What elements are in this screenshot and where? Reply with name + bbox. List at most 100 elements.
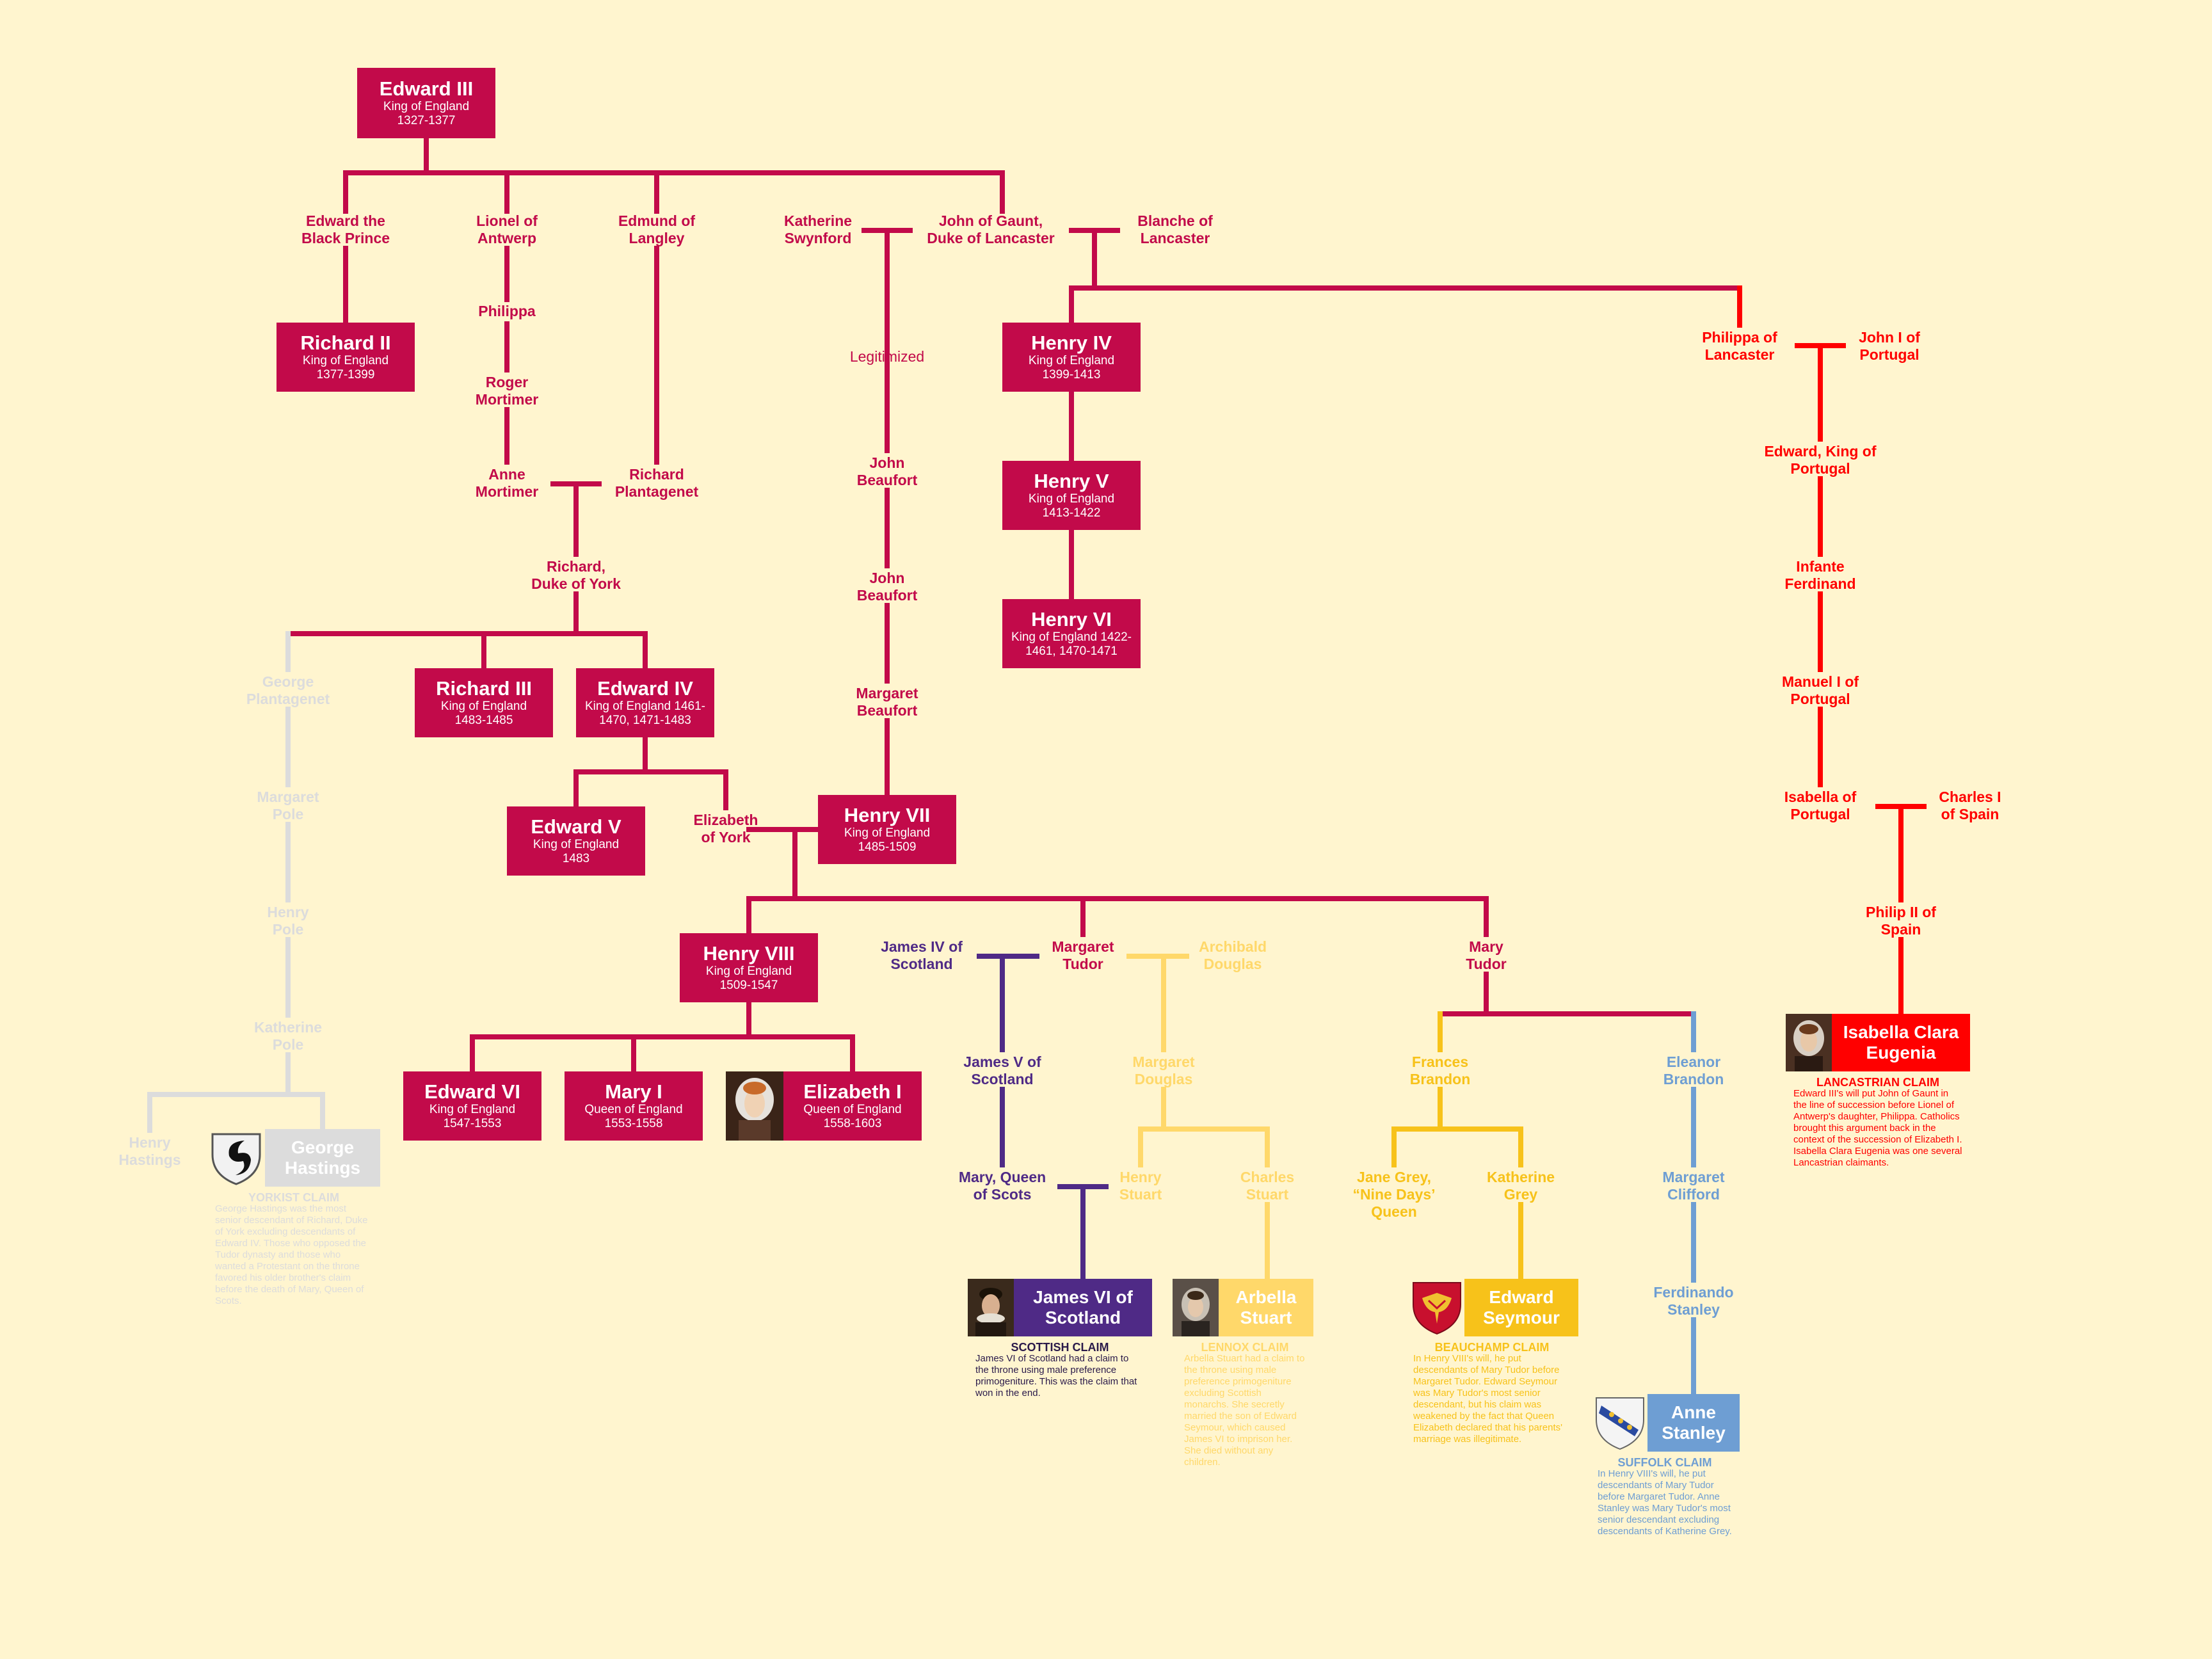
label-margaret-pole: Margaret Pole [257, 789, 319, 822]
label-margaret-beaufort: Margaret Beaufort [856, 685, 918, 719]
dates: 1413-1422 [1042, 506, 1101, 520]
title: King of England [705, 965, 792, 978]
label-katherine-pole: Katherine Pole [253, 1019, 323, 1053]
dates: 1558-1603 [823, 1117, 882, 1130]
scottish-claim-note: SCOTTISH CLAIM James VI of Scotland had … [975, 1342, 1144, 1399]
label-lionel: Lionel of Antwerp [476, 212, 538, 246]
label-james5: James V of Scotland [963, 1054, 1041, 1087]
beauchamp-claim-note: BEAUCHAMP CLAIM In Henry VIII's will, he… [1413, 1342, 1571, 1445]
claim-text: George Hastings was the most senior desc… [215, 1203, 368, 1306]
dates: 1485-1509 [858, 840, 917, 854]
claim-text: James VI of Scotland had a claim to the … [975, 1353, 1137, 1399]
name: Henry VI [1031, 608, 1112, 630]
name: Edward Seymour [1483, 1287, 1560, 1327]
name: Henry VII [844, 804, 931, 826]
lennox-claim-note: LENNOX CLAIM Arbella Stuart had a claim … [1184, 1342, 1306, 1468]
label-philip2: Philip II of Spain [1866, 904, 1936, 938]
title: King of England [429, 1103, 516, 1116]
seymour-shield-icon [1409, 1279, 1464, 1336]
label-roger-mortimer: Roger Mortimer [475, 374, 539, 408]
name: Richard II [300, 332, 391, 354]
portrait-image [1173, 1279, 1219, 1336]
shield-image [1596, 1397, 1644, 1450]
label-edmund: Edmund of Langley [618, 212, 696, 246]
yorkist-claim-note: YORKIST CLAIM George Hastings was the mo… [215, 1192, 373, 1307]
box-henry-vi: Henry VI King of England 1422-1461, 1470… [1002, 599, 1141, 668]
label-edward-portugal: Edward, King of Portugal [1764, 443, 1877, 477]
name: Edward V [531, 815, 621, 838]
box-mary-i: Mary I Queen of England 1553-1558 [565, 1071, 703, 1141]
portrait-image [1786, 1014, 1832, 1071]
name: Henry V [1034, 470, 1109, 492]
label-ferdinando-stanley: Ferdinando Stanley [1653, 1284, 1734, 1318]
box-edward-seymour: Edward Seymour [1464, 1279, 1578, 1336]
box-isabella-clara: Isabella Clara Eugenia [1832, 1014, 1970, 1071]
name: Edward III [379, 77, 474, 100]
label-john-beaufort-2: John Beaufort [856, 570, 918, 604]
box-henry-viii: Henry VIII King of England 1509-1547 [680, 933, 818, 1002]
label-richard-plantagenet: Richard Plantagenet [614, 466, 699, 500]
label-mary-scots: Mary, Queen of Scots [958, 1169, 1046, 1203]
name: Arbella Stuart [1235, 1287, 1297, 1327]
box-henry-vii: Henry VII King of England 1485-1509 [818, 795, 956, 864]
label-infante-ferdinand: Infante Ferdinand [1784, 558, 1856, 592]
box-henry-v: Henry V King of England 1413-1422 [1002, 461, 1141, 530]
label-charles1: Charles I of Spain [1939, 789, 2001, 822]
dates: 1553-1558 [604, 1117, 663, 1130]
box-edward-v: Edward V King of England 1483 [507, 806, 645, 876]
label-james4: James IV of Scotland [881, 938, 963, 972]
label-katherine-swynford: Katherine Swynford [783, 212, 853, 246]
title: King of England [383, 100, 470, 113]
name: James VI of Scotland [1033, 1287, 1133, 1327]
label-anne-mortimer: Anne Mortimer [475, 466, 539, 500]
elizabeth-i-portrait [726, 1071, 783, 1141]
dates: 1327-1377 [397, 114, 456, 127]
box-edward-iv: Edward IV King of England 1461-1470, 147… [576, 668, 714, 737]
title: King of England [440, 700, 527, 713]
name: Edward VI [424, 1080, 520, 1103]
claim-text: In Henry VIII's will, he put descendants… [1413, 1353, 1563, 1445]
suffolk-claim-note: SUFFOLK CLAIM In Henry VIII's will, he p… [1598, 1457, 1732, 1537]
label-margaret-tudor: Margaret Tudor [1052, 938, 1114, 972]
box-anne-stanley: Anne Stanley [1647, 1394, 1740, 1452]
claim-title: SUFFOLK CLAIM [1617, 1456, 1712, 1469]
claim-title: YORKIST CLAIM [248, 1191, 339, 1204]
name: Edward IV [597, 677, 693, 700]
name: Anne Stanley [1662, 1402, 1726, 1443]
dates: 1399-1413 [1042, 368, 1101, 381]
label-jane-grey: Jane Grey, “Nine Days’ Queen [1352, 1169, 1436, 1220]
label-john1-portugal: John I of Portugal [1859, 329, 1920, 363]
name: Henry VIII [703, 942, 795, 965]
label-henry-pole: Henry Pole [267, 904, 309, 938]
dates: 1509-1547 [719, 979, 778, 992]
label-henry-hastings: Henry Hastings [118, 1134, 181, 1168]
claim-text: Arbella Stuart had a claim to the throne… [1184, 1353, 1305, 1468]
box-henry-iv: Henry IV King of England 1399-1413 [1002, 323, 1141, 392]
name: Richard III [436, 677, 532, 700]
box-edward-iii: Edward III King of England 1327-1377 [357, 68, 495, 138]
label-katherine-grey: Katherine Grey [1486, 1169, 1555, 1203]
label-charles-stuart: Charles Stuart [1240, 1169, 1295, 1203]
shield-image [211, 1133, 261, 1185]
label-richard-york: Richard, Duke of York [531, 558, 621, 592]
label-blanche: Blanche of Lancaster [1137, 212, 1213, 246]
stanley-shield-icon [1592, 1394, 1647, 1452]
title: King of England 1461-1470, 1471-1483 [584, 700, 706, 727]
portrait-image [726, 1071, 783, 1141]
label-philippa-lancaster: Philippa of Lancaster [1702, 329, 1777, 363]
shield-image [1413, 1282, 1461, 1335]
name: George Hastings [284, 1137, 361, 1178]
box-arbella-stuart: Arbella Stuart [1219, 1279, 1313, 1336]
label-john-of-gaunt: John of Gaunt, Duke of Lancaster [927, 212, 1055, 246]
label-black-prince: Edward the Black Prince [301, 212, 390, 246]
claim-title: BEAUCHAMP CLAIM [1434, 1341, 1550, 1354]
title: King of England 1422-1461, 1470-1471 [1011, 630, 1132, 658]
label-margaret-douglas: Margaret Douglas [1132, 1054, 1195, 1087]
title: Queen of England [803, 1103, 902, 1116]
name: Elizabeth I [803, 1080, 902, 1103]
label-john-beaufort-1: John Beaufort [856, 454, 918, 488]
title: King of England [1028, 354, 1115, 367]
label-margaret-clifford: Margaret Clifford [1662, 1169, 1725, 1203]
dates: 1483 [562, 852, 590, 865]
box-james-vi: James VI of Scotland [1014, 1279, 1152, 1336]
